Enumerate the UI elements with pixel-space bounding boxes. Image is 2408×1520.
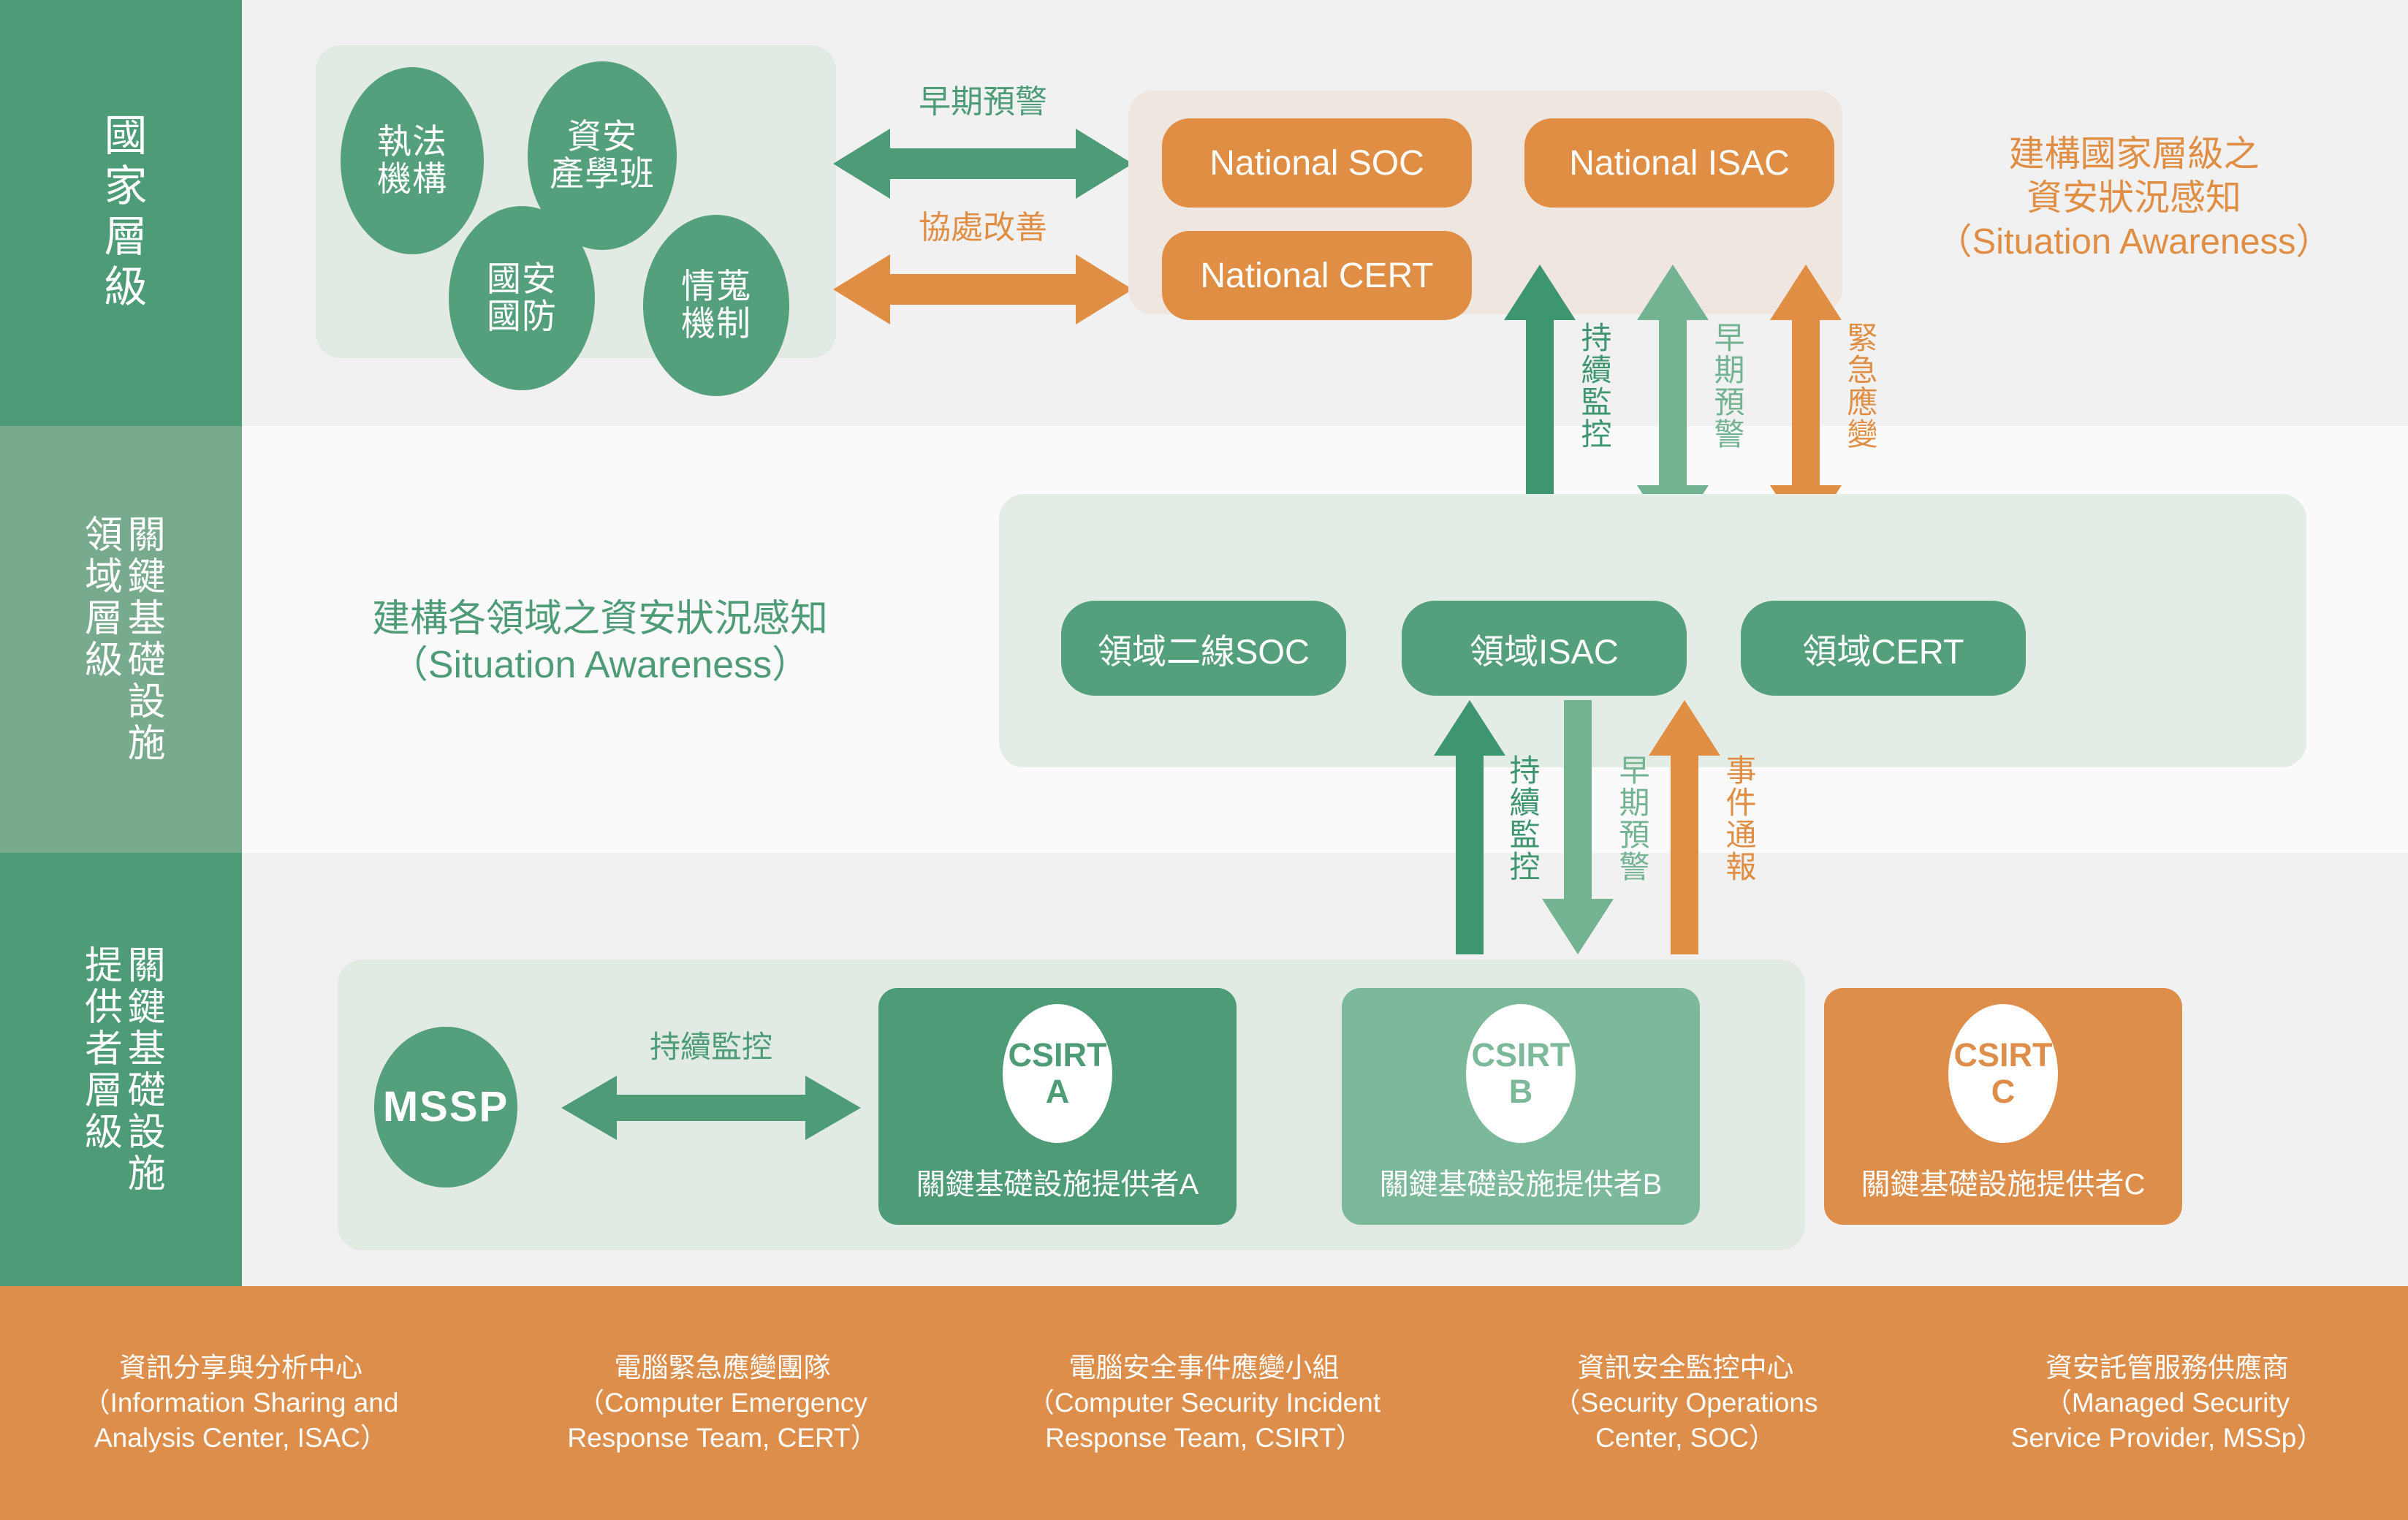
arrow-upper-continuous-monitoring xyxy=(1504,265,1576,541)
box-domain-cert-label: 領域CERT xyxy=(1802,631,1964,671)
card-provider-a-name: 關鍵基礎設施提供者A xyxy=(916,1168,1199,1201)
node-mssp[interactable]: MSSP xyxy=(374,1027,517,1188)
box-national-cert-label: National CERT xyxy=(1200,256,1434,295)
legend-item-cert: 電腦緊急應變團隊 （Computer Emergency Response Te… xyxy=(482,1350,963,1456)
legend-item-csirt: 電腦安全事件應變小組 （Computer Security Incident R… xyxy=(963,1350,1445,1456)
legend-item-soc-zh: 資訊安全監控中心 xyxy=(1577,1352,1794,1383)
legend-item-isac-zh: 資訊分享與分析中心 xyxy=(119,1352,362,1383)
box-domain-isac-label: 領域ISAC xyxy=(1470,631,1619,671)
badge-csirt-a-line2: A xyxy=(1045,1073,1070,1110)
node-security-academy[interactable]: 資安 產學班 xyxy=(528,61,677,250)
box-national-soc[interactable]: National SOC xyxy=(1162,118,1472,208)
callout-domain-situation-awareness: 建構各領域之資安狀況感知 （Situation Awareness） xyxy=(282,596,918,689)
arrow-upper-continuous-monitoring-label: 持續監控 xyxy=(1577,322,1611,450)
box-domain-isac[interactable]: 領域ISAC xyxy=(1402,601,1687,696)
arrow-mssp-continuous-monitoring xyxy=(561,1073,861,1143)
badge-csirt-c-line2: C xyxy=(1991,1073,2016,1110)
card-provider-b[interactable]: CSIRT B 關鍵基礎設施提供者B xyxy=(1342,988,1700,1225)
legend-item-isac-en2: Analysis Center, ISAC） xyxy=(94,1423,387,1454)
legend-item-soc-en2: Center, SOC） xyxy=(1595,1423,1776,1454)
rail-national-level: 國家層級 xyxy=(0,0,242,426)
legend-item-cert-zh: 電腦緊急應變團隊 xyxy=(614,1352,831,1383)
arrow-lower-incident-report xyxy=(1649,700,1720,954)
callout-national-line2: 資安狀況感知 xyxy=(2026,178,2241,218)
node-law-enforcement[interactable]: 執法 機構 xyxy=(341,67,484,254)
card-provider-c-name: 關鍵基礎設施提供者C xyxy=(1861,1168,2146,1201)
node-law-enforcement-label: 執法 機構 xyxy=(377,122,447,198)
box-national-cert[interactable]: National CERT xyxy=(1162,231,1472,320)
badge-csirt-a: CSIRT A xyxy=(1003,1004,1112,1143)
rail-domain-label-2: 領域層級 xyxy=(78,514,121,681)
legend-item-isac: 資訊分享與分析中心 （Information Sharing and Analy… xyxy=(0,1350,482,1456)
rail-provider-label-2: 提供者層級 xyxy=(78,944,121,1153)
badge-csirt-c-line1: CSIRT xyxy=(1953,1036,2053,1074)
node-intelligence-mechanism[interactable]: 情蒐 機制 xyxy=(643,215,789,396)
rail-provider-level: 關鍵基礎設施 提供者層級 xyxy=(0,853,242,1286)
badge-csirt-b-line2: B xyxy=(1508,1073,1533,1110)
legend-item-mssp-en2: Service Provider, MSSp） xyxy=(2010,1423,2324,1454)
arrow-lower-continuous-monitoring xyxy=(1434,700,1505,954)
arrow-lower-continuous-monitoring-label: 持續監控 xyxy=(1505,754,1540,883)
arrow-national-coordination xyxy=(833,250,1133,329)
callout-national-situation-awareness: 建構國家層級之 資安狀況感知 （Situation Awareness） xyxy=(1871,133,2397,264)
box-national-soc-label: National SOC xyxy=(1209,143,1424,183)
node-mssp-label: MSSP xyxy=(382,1082,509,1130)
node-national-defense-label: 國安 國防 xyxy=(487,259,557,335)
box-domain-cert[interactable]: 領域CERT xyxy=(1741,601,2026,696)
badge-csirt-a-line1: CSIRT xyxy=(1008,1036,1107,1074)
legend-item-csirt-zh: 電腦安全事件應變小組 xyxy=(1068,1352,1340,1383)
arrow-national-early-warning xyxy=(833,124,1133,203)
card-provider-a[interactable]: CSIRT A 關鍵基礎設施提供者A xyxy=(878,988,1237,1225)
arrow-upper-emergency-response xyxy=(1770,265,1842,541)
card-provider-c[interactable]: CSIRT C 關鍵基礎設施提供者C xyxy=(1824,988,2182,1225)
arrow-lower-incident-report-label: 事件通報 xyxy=(1722,754,1756,883)
legend-item-cert-en1: （Computer Emergency xyxy=(577,1387,867,1418)
legend-item-csirt-en1: （Computer Security Incident xyxy=(1027,1387,1381,1418)
box-domain-tier2-soc[interactable]: 領域二線SOC xyxy=(1061,601,1346,696)
rail-national-label: 國家層級 xyxy=(97,112,146,314)
box-national-isac[interactable]: National ISAC xyxy=(1524,118,1834,208)
band-legend xyxy=(0,1286,2408,1520)
arrow-national-early-warning-label: 早期預警 xyxy=(919,84,1047,120)
legend-row: 資訊分享與分析中心 （Information Sharing and Analy… xyxy=(0,1286,2408,1520)
callout-national-line3: （Situation Awareness） xyxy=(1936,221,2332,262)
legend-item-isac-en1: （Information Sharing and xyxy=(83,1387,399,1418)
box-domain-tier2-soc-label: 領域二線SOC xyxy=(1098,631,1310,671)
rail-domain-level: 關鍵基礎設施 領域層級 xyxy=(0,426,242,853)
legend-item-csirt-en2: Response Team, CSIRT） xyxy=(1045,1423,1363,1454)
arrow-national-coordination-label: 協處改善 xyxy=(919,210,1047,246)
legend-item-mssp: 資安託管服務供應商 （Managed Security Service Prov… xyxy=(1926,1350,2408,1456)
arrow-mssp-continuous-monitoring-label: 持續監控 xyxy=(649,1030,772,1064)
arrow-upper-early-warning xyxy=(1637,265,1709,541)
badge-csirt-b: CSIRT B xyxy=(1466,1004,1576,1143)
legend-item-mssp-zh: 資安託管服務供應商 xyxy=(2046,1352,2289,1383)
badge-csirt-b-line1: CSIRT xyxy=(1471,1036,1570,1074)
legend-item-soc-en1: （Security Operations xyxy=(1553,1387,1818,1418)
box-national-isac-label: National ISAC xyxy=(1569,143,1790,183)
legend-item-soc: 資訊安全監控中心 （Security Operations Center, SO… xyxy=(1445,1350,1926,1456)
arrow-lower-early-warning-label: 早期預警 xyxy=(1615,754,1649,883)
node-national-defense[interactable]: 國安 國防 xyxy=(449,206,595,390)
node-security-academy-label: 資安 產學班 xyxy=(550,117,655,193)
callout-domain-line1: 建構各領域之資安狀況感知 xyxy=(371,598,828,640)
arrow-lower-early-warning xyxy=(1542,700,1614,954)
rail-domain-label-1: 關鍵基礎設施 xyxy=(121,514,164,764)
callout-national-line1: 建構國家層級之 xyxy=(2008,134,2260,174)
card-provider-b-name: 關鍵基礎設施提供者B xyxy=(1379,1168,1663,1201)
arrow-upper-early-warning-label: 早期預警 xyxy=(1710,322,1744,450)
legend-item-cert-en2: Response Team, CERT） xyxy=(567,1423,878,1454)
callout-domain-line2: （Situation Awareness） xyxy=(390,644,810,687)
node-intelligence-mechanism-label: 情蒐 機制 xyxy=(681,267,751,343)
arrow-upper-emergency-response-label: 緊急應變 xyxy=(1843,322,1877,450)
badge-csirt-c: CSIRT C xyxy=(1948,1004,2058,1143)
rail-provider-label-1: 關鍵基礎設施 xyxy=(121,944,164,1195)
legend-item-mssp-en1: （Managed Security xyxy=(2044,1387,2290,1418)
